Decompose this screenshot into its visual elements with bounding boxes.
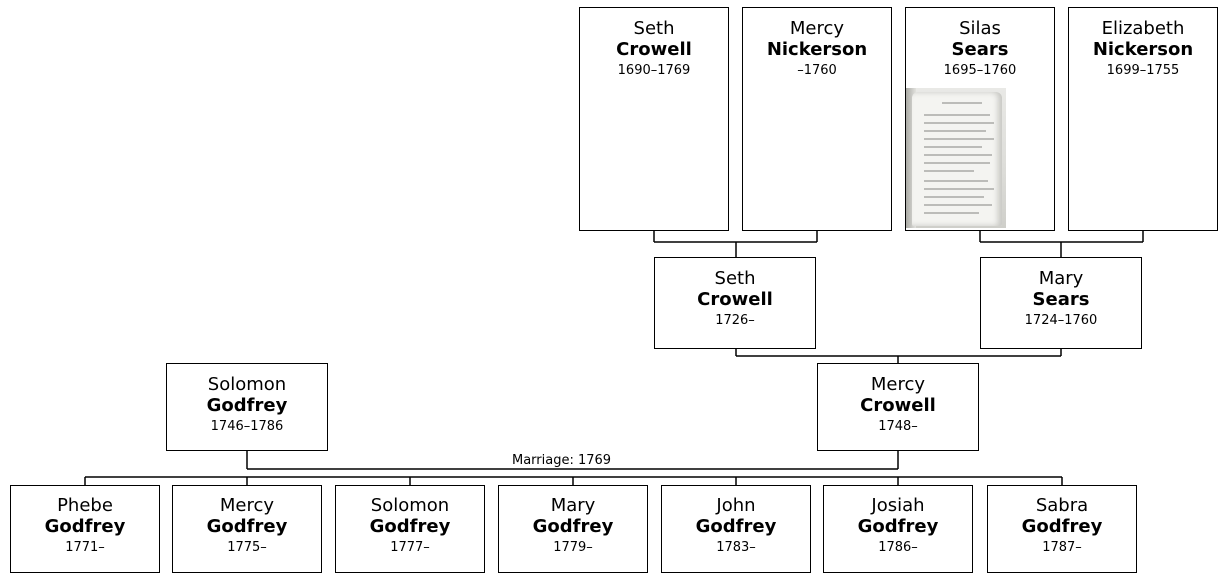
person-card-phebe-godfrey[interactable]: Phebe Godfrey 1771– xyxy=(10,485,160,573)
life-dates: 1779– xyxy=(553,540,593,555)
given-name: Mary xyxy=(550,495,596,516)
person-card-silas-sears[interactable]: Silas Sears 1695–1760 xyxy=(905,7,1055,231)
given-name: Josiah xyxy=(871,495,925,516)
surname: Crowell xyxy=(616,39,692,60)
given-name: John xyxy=(716,495,756,516)
marriage-label: Marriage: 1769 xyxy=(510,453,614,468)
person-card-mercy-godfrey[interactable]: Mercy Godfrey 1775– xyxy=(172,485,322,573)
given-name: Sabra xyxy=(1035,495,1089,516)
life-dates: 1748– xyxy=(878,419,918,434)
surname: Godfrey xyxy=(206,395,288,416)
given-name: Elizabeth xyxy=(1101,18,1185,39)
life-dates: 1777– xyxy=(390,540,430,555)
surname: Godfrey xyxy=(44,516,126,537)
person-card-mary-godfrey[interactable]: Mary Godfrey 1779– xyxy=(498,485,648,573)
life-dates: 1690–1769 xyxy=(617,63,691,78)
person-card-sabra-godfrey[interactable]: Sabra Godfrey 1787– xyxy=(987,485,1137,573)
life-dates: 1775– xyxy=(227,540,267,555)
surname: Nickerson xyxy=(766,39,868,60)
person-card-mercy-crowell[interactable]: Mercy Crowell 1748– xyxy=(817,363,979,451)
person-card-john-godfrey[interactable]: John Godfrey 1783– xyxy=(661,485,811,573)
surname: Sears xyxy=(1032,289,1090,310)
life-dates: 1699–1755 xyxy=(1106,63,1180,78)
life-dates: 1726– xyxy=(715,313,755,328)
person-card-seth-crowell-1726[interactable]: Seth Crowell 1726– xyxy=(654,257,816,349)
given-name: Solomon xyxy=(370,495,450,516)
document-photo-thumbnail[interactable] xyxy=(906,88,1006,228)
given-name: Mercy xyxy=(789,18,845,39)
life-dates: 1786– xyxy=(878,540,918,555)
surname: Godfrey xyxy=(532,516,614,537)
life-dates: 1787– xyxy=(1042,540,1082,555)
surname: Crowell xyxy=(697,289,773,310)
person-card-josiah-godfrey[interactable]: Josiah Godfrey 1786– xyxy=(823,485,973,573)
given-name: Solomon xyxy=(207,374,287,395)
given-name: Phebe xyxy=(57,495,113,516)
surname: Crowell xyxy=(860,395,936,416)
surname: Sears xyxy=(951,39,1009,60)
given-name: Mercy xyxy=(219,495,275,516)
surname: Nickerson xyxy=(1092,39,1194,60)
person-card-mary-sears[interactable]: Mary Sears 1724–1760 xyxy=(980,257,1142,349)
surname: Godfrey xyxy=(369,516,451,537)
given-name: Mary xyxy=(1038,268,1084,289)
surname: Godfrey xyxy=(857,516,939,537)
life-dates: 1746–1786 xyxy=(210,419,284,434)
life-dates: 1695–1760 xyxy=(943,63,1017,78)
life-dates: 1724–1760 xyxy=(1024,313,1098,328)
surname: Godfrey xyxy=(695,516,777,537)
person-card-mercy-nickerson[interactable]: Mercy Nickerson –1760 xyxy=(742,7,892,231)
life-dates: –1760 xyxy=(797,63,837,78)
life-dates: 1783– xyxy=(716,540,756,555)
given-name: Seth xyxy=(633,18,675,39)
person-card-solomon-godfrey-1777[interactable]: Solomon Godfrey 1777– xyxy=(335,485,485,573)
given-name: Silas xyxy=(959,18,1001,39)
surname: Godfrey xyxy=(1021,516,1103,537)
person-card-solomon-godfrey-1746[interactable]: Solomon Godfrey 1746–1786 xyxy=(166,363,328,451)
person-card-elizabeth-nickerson[interactable]: Elizabeth Nickerson 1699–1755 xyxy=(1068,7,1218,231)
person-card-seth-crowell-1690[interactable]: Seth Crowell 1690–1769 xyxy=(579,7,729,231)
given-name: Seth xyxy=(714,268,756,289)
life-dates: 1771– xyxy=(65,540,105,555)
given-name: Mercy xyxy=(870,374,926,395)
surname: Godfrey xyxy=(206,516,288,537)
